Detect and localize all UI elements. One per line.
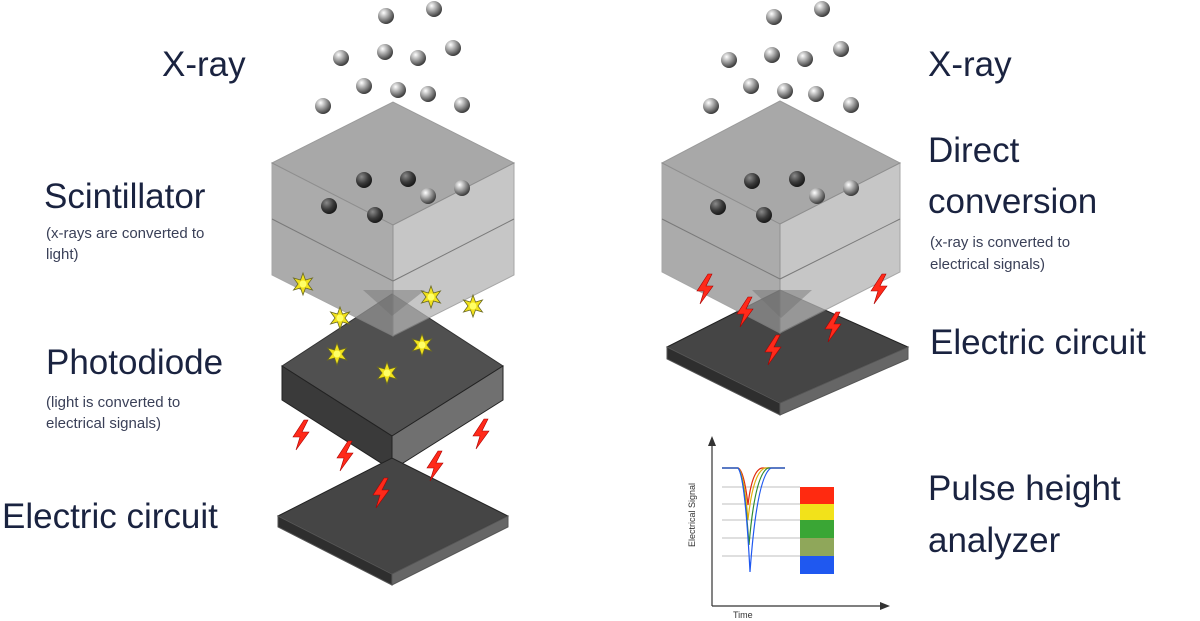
- direct-conversion-title-line2: conversion: [928, 182, 1098, 221]
- scintillator-note-line1: (x-rays are converted to: [46, 225, 205, 242]
- direct-conversion-note-line2: electrical signals): [930, 256, 1046, 273]
- right-circuit-label: Electric circuit: [930, 323, 1146, 362]
- photodiode-note-line1: (light is converted to: [46, 394, 181, 411]
- bin-blue: [800, 556, 834, 574]
- direct-conversion-note-line1: (x-ray is converted to: [930, 234, 1071, 251]
- bin-olive: [800, 538, 834, 556]
- photodiode-note-line2: electrical signals): [46, 415, 162, 432]
- right-xray-photons: [703, 1, 859, 114]
- scintillator-title: Scintillator: [44, 177, 206, 216]
- photodiode-title: Photodiode: [46, 343, 224, 382]
- pulse-height-plot: [708, 436, 890, 610]
- plot-y-axis-label: Electrical Signal: [687, 482, 698, 548]
- pulse-height-analyzer-label-line1: Pulse height: [928, 469, 1121, 508]
- right-circuit-plate: [665, 289, 910, 416]
- bin-yellow: [800, 504, 834, 520]
- direct-conversion-block: [660, 100, 902, 334]
- photodiode-block: [281, 293, 504, 471]
- left-xray-label: X-ray: [162, 45, 246, 84]
- bin-green: [800, 520, 834, 538]
- right-xray-label: X-ray: [928, 45, 1012, 84]
- left-circuit-label: Electric circuit: [2, 497, 218, 536]
- scintillator-block: [270, 101, 516, 337]
- scintillator-note-line2: light): [46, 246, 79, 263]
- left-xray-photons: [315, 1, 470, 114]
- bin-red: [800, 487, 834, 504]
- pulse-height-analyzer-label-line2: analyzer: [928, 521, 1061, 560]
- plot-x-axis-label: Time: [733, 610, 753, 620]
- left-circuit-plate: [276, 457, 510, 586]
- direct-conversion-title-line1: Direct: [928, 131, 1020, 170]
